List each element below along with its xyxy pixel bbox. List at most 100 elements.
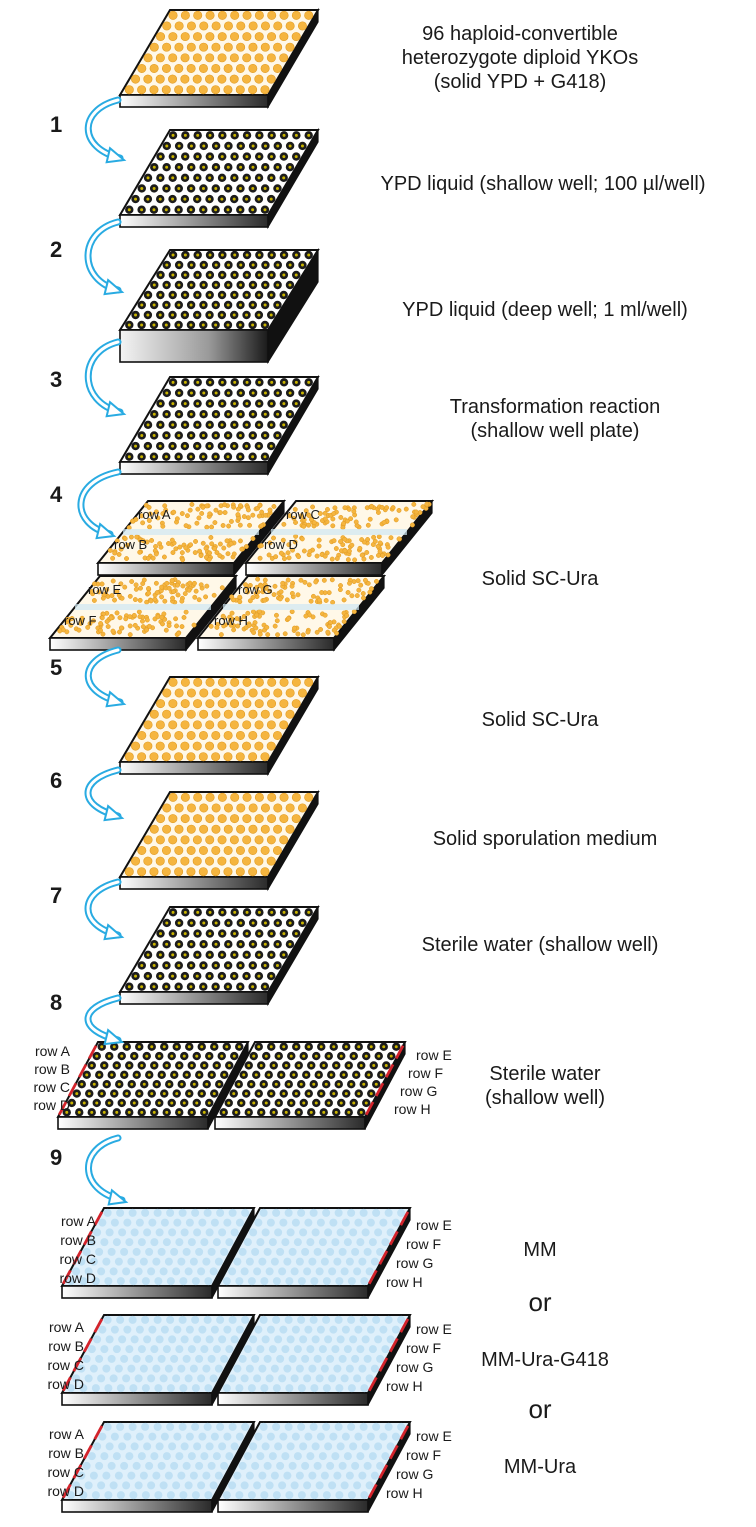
colony bbox=[199, 510, 205, 516]
well bbox=[366, 1325, 375, 1334]
mm3-row-label-a: row A bbox=[48, 1426, 84, 1442]
well-center bbox=[377, 1054, 381, 1058]
well bbox=[256, 1345, 265, 1354]
colony bbox=[176, 630, 181, 636]
well-center bbox=[252, 1101, 256, 1105]
well bbox=[189, 1364, 198, 1373]
colony bbox=[162, 688, 172, 698]
arrow-step-9 bbox=[85, 1134, 129, 1206]
row-separator-line bbox=[374, 1082, 385, 1097]
colony bbox=[110, 555, 116, 561]
well bbox=[145, 1354, 154, 1363]
well-center bbox=[220, 974, 224, 978]
colony bbox=[248, 803, 258, 813]
colony bbox=[132, 622, 138, 628]
well bbox=[254, 1325, 263, 1334]
well bbox=[127, 1257, 136, 1266]
colony bbox=[89, 588, 95, 594]
row-separator-line bbox=[62, 1269, 72, 1285]
well bbox=[168, 1442, 177, 1451]
colony bbox=[199, 803, 209, 813]
well-center bbox=[164, 963, 168, 967]
colony bbox=[410, 514, 416, 520]
well bbox=[384, 1422, 393, 1431]
colony bbox=[205, 699, 215, 709]
colony bbox=[184, 513, 190, 519]
colony bbox=[217, 699, 227, 709]
well-center bbox=[214, 963, 218, 967]
colony bbox=[180, 677, 190, 687]
well bbox=[109, 1267, 118, 1276]
well bbox=[154, 1491, 163, 1500]
colony bbox=[229, 610, 235, 616]
well bbox=[279, 1432, 288, 1441]
well bbox=[164, 1364, 173, 1373]
well bbox=[223, 1325, 232, 1334]
well bbox=[316, 1432, 325, 1441]
colony bbox=[149, 63, 159, 73]
plate-side bbox=[381, 499, 433, 577]
well-center bbox=[165, 165, 169, 169]
well-center bbox=[110, 1073, 114, 1077]
mm-left-separators-3 bbox=[62, 1425, 104, 1499]
well bbox=[341, 1432, 350, 1441]
well bbox=[291, 1432, 300, 1441]
colony bbox=[237, 538, 243, 544]
well-center bbox=[65, 1110, 69, 1114]
well-center bbox=[100, 1045, 104, 1049]
colony bbox=[166, 623, 172, 629]
well bbox=[134, 1267, 143, 1276]
colony bbox=[248, 21, 258, 31]
colony bbox=[337, 587, 343, 593]
arrow-step-2 bbox=[84, 218, 125, 296]
well bbox=[272, 1422, 281, 1431]
well bbox=[324, 1228, 333, 1237]
well bbox=[82, 1354, 91, 1363]
well bbox=[235, 1491, 244, 1500]
well bbox=[322, 1384, 331, 1393]
well-center bbox=[183, 953, 187, 957]
mm1-row-label-d: row D bbox=[59, 1270, 96, 1286]
well-center bbox=[238, 985, 242, 989]
colony bbox=[301, 548, 307, 554]
well bbox=[137, 1345, 146, 1354]
well bbox=[311, 1335, 320, 1344]
well-center bbox=[201, 963, 205, 967]
colony bbox=[212, 520, 218, 526]
colony bbox=[380, 553, 385, 558]
colony bbox=[159, 594, 165, 600]
well-center bbox=[158, 197, 162, 201]
plate-side bbox=[267, 674, 319, 777]
mm3-row-label-c: row C bbox=[47, 1464, 84, 1480]
arrow-head bbox=[103, 1028, 125, 1046]
well bbox=[254, 1432, 263, 1441]
well-center bbox=[297, 1063, 301, 1067]
well-center bbox=[245, 293, 249, 297]
row-separator-line bbox=[368, 1269, 378, 1285]
well bbox=[155, 1335, 164, 1344]
colony bbox=[341, 521, 347, 526]
plate8-label: Sterile water (shallow well) bbox=[421, 934, 659, 956]
well bbox=[209, 1481, 218, 1490]
well bbox=[238, 1247, 247, 1256]
well bbox=[141, 1491, 150, 1500]
well-center bbox=[170, 1101, 174, 1105]
well bbox=[266, 1432, 275, 1441]
colony bbox=[260, 85, 270, 95]
well bbox=[245, 1364, 254, 1373]
well-center bbox=[327, 1101, 331, 1105]
colony bbox=[279, 10, 289, 20]
colony bbox=[273, 803, 283, 813]
colony bbox=[260, 867, 270, 877]
mm3-row-label-g: row G bbox=[396, 1466, 434, 1482]
well bbox=[254, 1218, 263, 1227]
well bbox=[216, 1422, 225, 1431]
colony bbox=[186, 752, 196, 762]
plate3-label: YPD liquid (deep well; 1 ml/well) bbox=[402, 299, 688, 321]
colony bbox=[239, 546, 245, 552]
well bbox=[109, 1374, 118, 1383]
well bbox=[313, 1354, 322, 1363]
colony bbox=[301, 517, 307, 523]
colony bbox=[331, 627, 337, 633]
well bbox=[170, 1461, 179, 1470]
